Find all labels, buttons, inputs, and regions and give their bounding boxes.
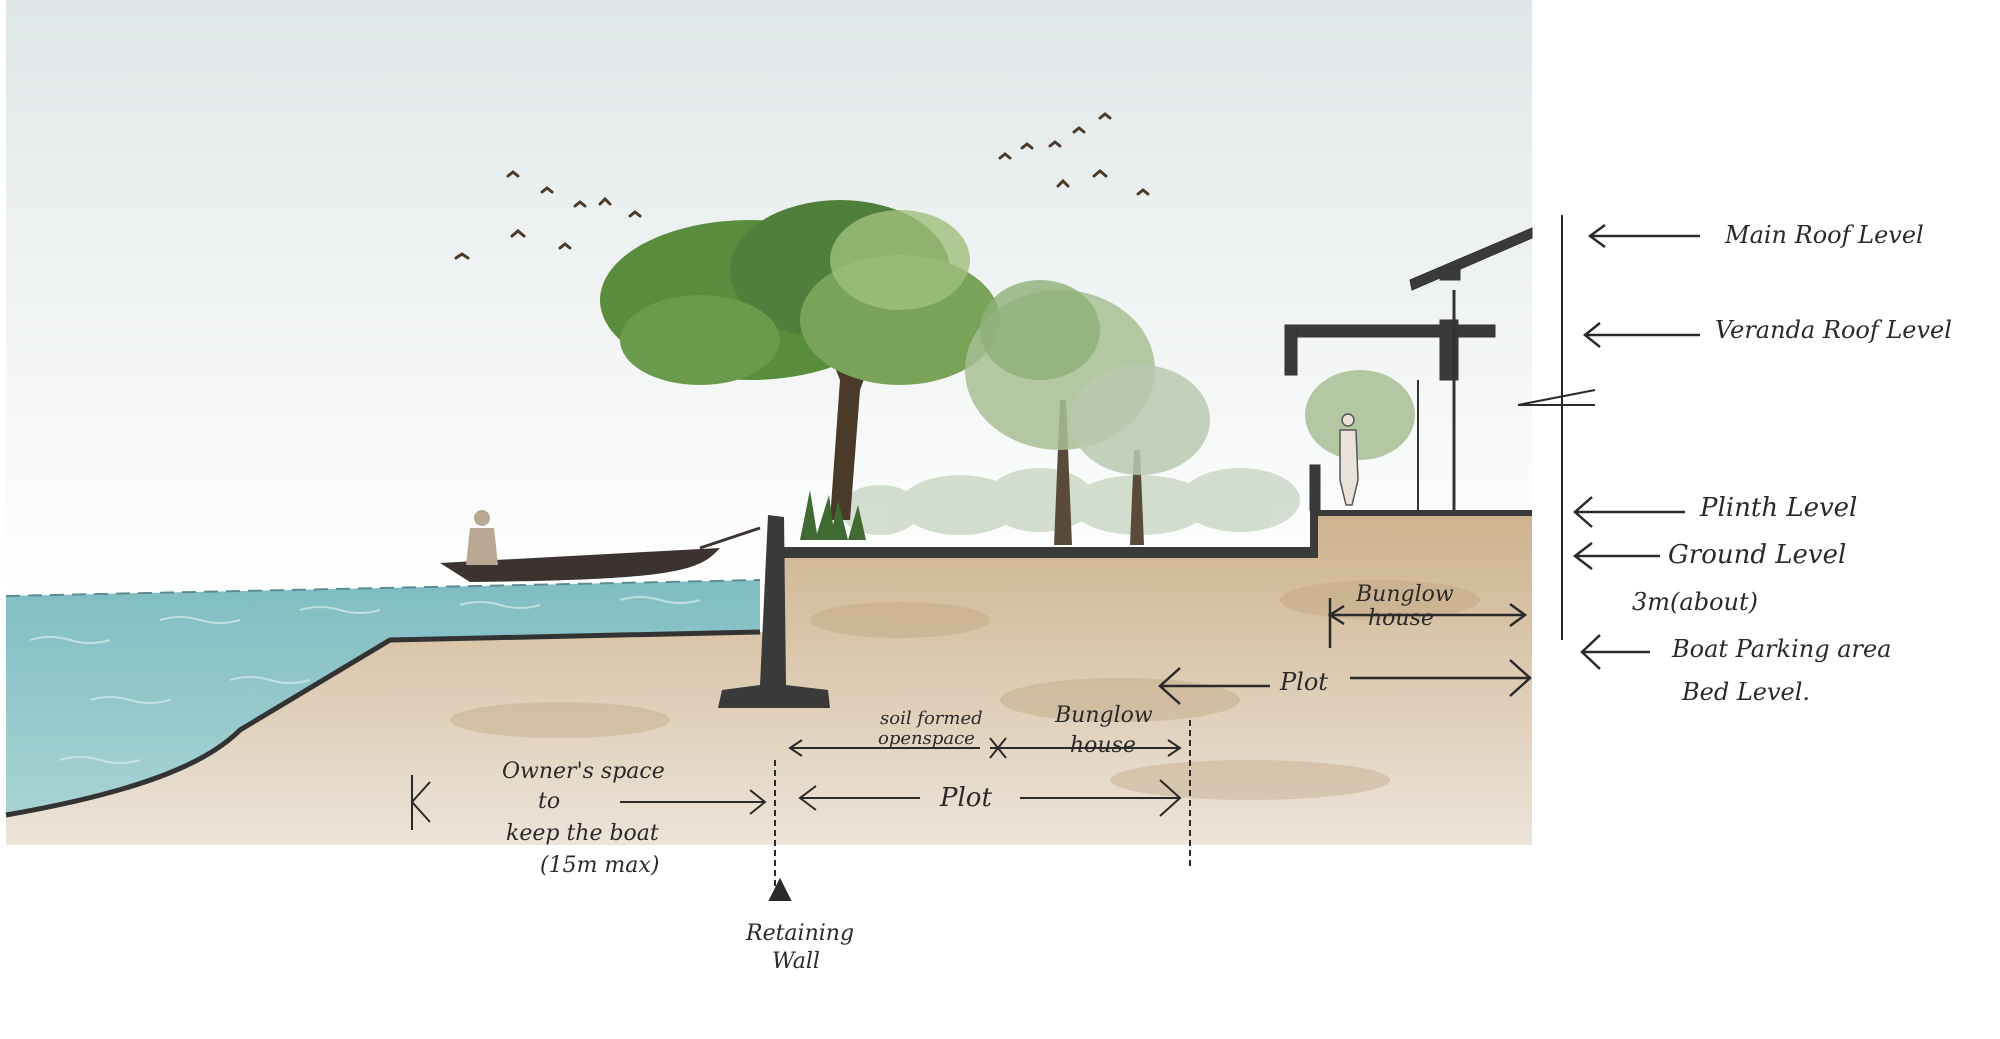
upper-dimension-lines (1158, 598, 1532, 705)
height-note-label: 3m(about) (1632, 588, 1758, 616)
retaining-wall-label-1: Retaining (745, 921, 854, 946)
owner-space-label-3: keep the boat (506, 821, 659, 846)
large-tree (600, 200, 1000, 520)
level-marker-line (1517, 215, 1596, 640)
river-water (6, 580, 760, 815)
boat (440, 526, 761, 582)
lower-dimension-lines (410, 720, 1191, 901)
bungalow-lower-label-1: Bunglow (1054, 703, 1153, 728)
boat-parking-label: Boat Parking area (1671, 635, 1891, 663)
owner-space-label-4: (15m max) (540, 853, 659, 878)
retaining-wall (718, 515, 830, 708)
birds-flock-left (454, 170, 642, 260)
main-roof-level-label: Main Roof Level (1724, 221, 1924, 249)
retaining-wall-label-2: Wall (772, 949, 820, 974)
ground-slab (784, 547, 1310, 558)
water-surface-line (5, 579, 761, 597)
bed-line (5, 629, 761, 818)
owner-space-label-2: to (538, 789, 560, 814)
bungalow-upper-label-1: Bunglow (1355, 582, 1454, 607)
bungalow-lower-label-2: house (1070, 733, 1136, 758)
tree-right (1070, 365, 1210, 545)
level-arrows (1572, 223, 1700, 670)
soil-texture (450, 580, 1480, 800)
soil-formed-label-1: soil formed (880, 708, 983, 729)
bungalow-house (1284, 227, 1533, 511)
owner-space-label-1: Owner's space (502, 759, 665, 784)
plot-upper-label: Plot (1279, 668, 1328, 696)
veranda-roof-level-label: Veranda Roof Level (1715, 316, 1952, 344)
water-ripples (29, 596, 701, 764)
bed-level-label: Bed Level. (1681, 678, 1810, 706)
birds-flock-right (998, 112, 1150, 196)
shrubs (800, 490, 866, 540)
ground-level-label: Ground Level (1668, 540, 1846, 570)
tree-behind-house (1305, 370, 1415, 460)
plinth-slab (1310, 510, 1532, 558)
person-figure (1339, 413, 1359, 506)
bungalow-upper-label-2: house (1368, 606, 1434, 631)
plinth-level-label: Plinth Level (1699, 493, 1857, 523)
plot-lower-label: Plot (939, 783, 992, 813)
boatman (466, 510, 498, 565)
soil-formed-label-2: openspace (878, 728, 975, 749)
